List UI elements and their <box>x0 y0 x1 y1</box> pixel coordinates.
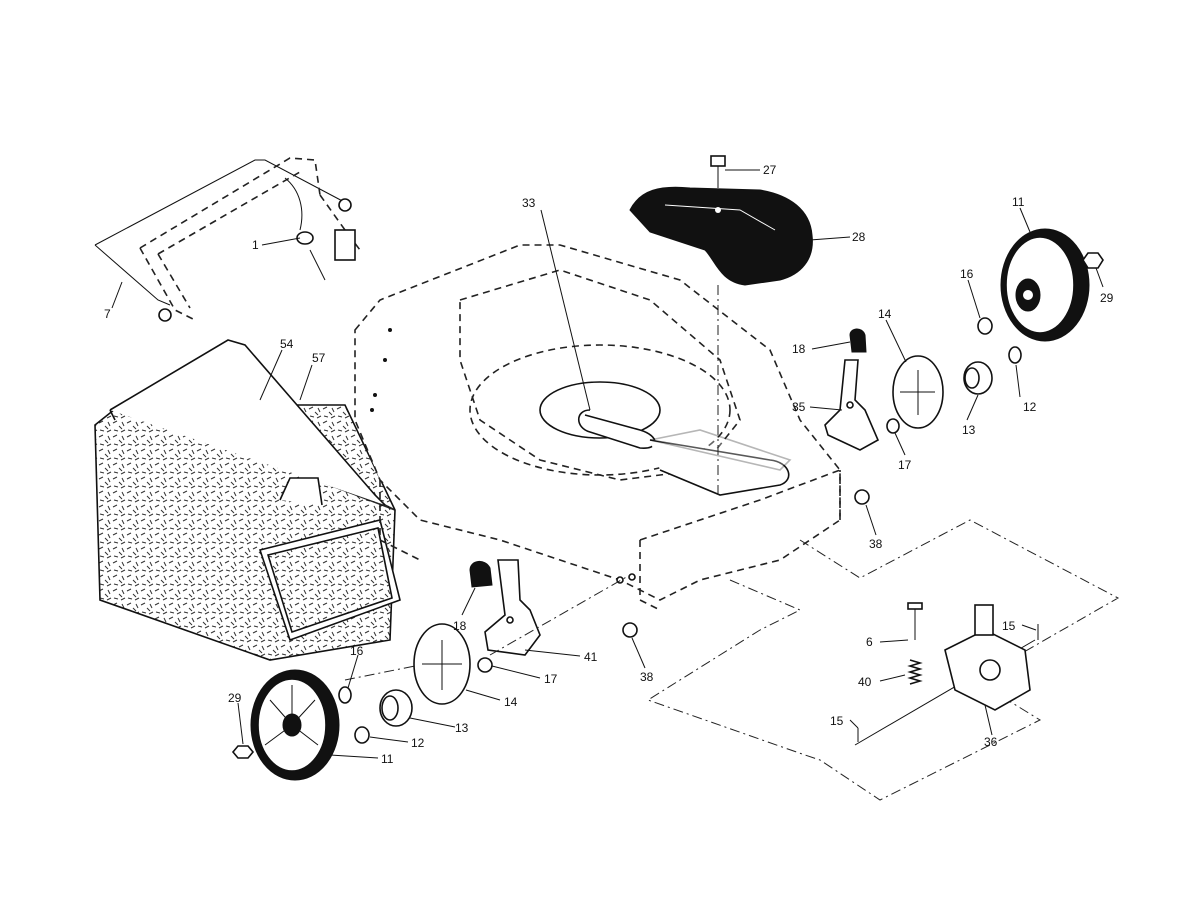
callout-6: 6 <box>866 635 873 649</box>
callout-12b: 12 <box>411 736 425 750</box>
cover-bolt <box>710 155 726 188</box>
callout-57: 57 <box>312 351 326 365</box>
callout-18b: 18 <box>453 619 467 633</box>
bolt-38b <box>622 622 638 638</box>
washer-16a <box>977 317 993 335</box>
callout-12a: 12 <box>1023 400 1037 414</box>
washer-17b <box>477 657 493 673</box>
callout-38a: 38 <box>869 537 883 551</box>
wheel-nut-29b <box>231 745 255 759</box>
bolt-38a <box>854 489 870 505</box>
callout-labels: 1 7 54 57 33 27 28 11 29 16 14 18 35 12 … <box>104 163 1114 766</box>
callout-15b: 15 <box>830 714 844 728</box>
callout-41: 41 <box>584 650 598 664</box>
front-left-wheel <box>250 669 340 781</box>
engine-control-cable <box>284 177 356 281</box>
callout-1: 1 <box>252 238 259 252</box>
drive-belt <box>577 409 792 496</box>
transmission <box>854 604 1036 746</box>
callout-14a: 14 <box>878 307 892 321</box>
callout-18a: 18 <box>792 342 806 356</box>
callout-16a: 16 <box>960 267 974 281</box>
callout-36: 36 <box>984 735 998 749</box>
callout-11a: 11 <box>1012 195 1025 209</box>
callout-29b: 29 <box>228 691 242 705</box>
handle-assembly <box>94 157 361 322</box>
pinion-gear-13b <box>379 689 413 727</box>
washer-16b <box>338 686 352 704</box>
transmission-zone-outline <box>646 519 1120 801</box>
callout-14b: 14 <box>504 695 518 709</box>
callout-13b: 13 <box>455 721 469 735</box>
left-axle-line <box>489 574 631 656</box>
wheel-nut-29a <box>1082 252 1104 269</box>
callout-33: 33 <box>522 196 536 210</box>
spring-40 <box>907 659 923 685</box>
dust-cover-12b <box>354 726 370 744</box>
callout-11b: 11 <box>381 752 394 766</box>
pinion-gear-13a <box>963 361 993 395</box>
callout-35: 35 <box>792 400 806 414</box>
callout-27: 27 <box>763 163 777 177</box>
belt-cover <box>629 186 813 286</box>
left-height-adjuster <box>469 559 541 656</box>
dust-cover-12a <box>1008 346 1022 364</box>
washer-17a <box>886 418 900 434</box>
callout-40: 40 <box>858 675 872 689</box>
key-15 <box>857 624 1039 742</box>
callout-17b: 17 <box>544 672 558 686</box>
grass-catcher-bag <box>94 339 401 661</box>
wheel-plate-14a <box>892 355 944 429</box>
screw-6 <box>907 602 923 640</box>
callout-54: 54 <box>280 337 294 351</box>
callout-17a: 17 <box>898 458 912 472</box>
right-rear-height-adjuster <box>824 328 880 451</box>
callout-7: 7 <box>104 307 111 321</box>
leader-lines <box>111 169 1104 759</box>
callout-29a: 29 <box>1100 291 1114 305</box>
callout-15a: 15 <box>1002 619 1016 633</box>
callout-28: 28 <box>852 230 866 244</box>
callout-38b: 38 <box>640 670 654 684</box>
rear-right-wheel <box>1000 228 1090 342</box>
callout-13a: 13 <box>962 423 976 437</box>
callout-16b: 16 <box>350 644 364 658</box>
wheel-plate-14b <box>413 623 471 705</box>
